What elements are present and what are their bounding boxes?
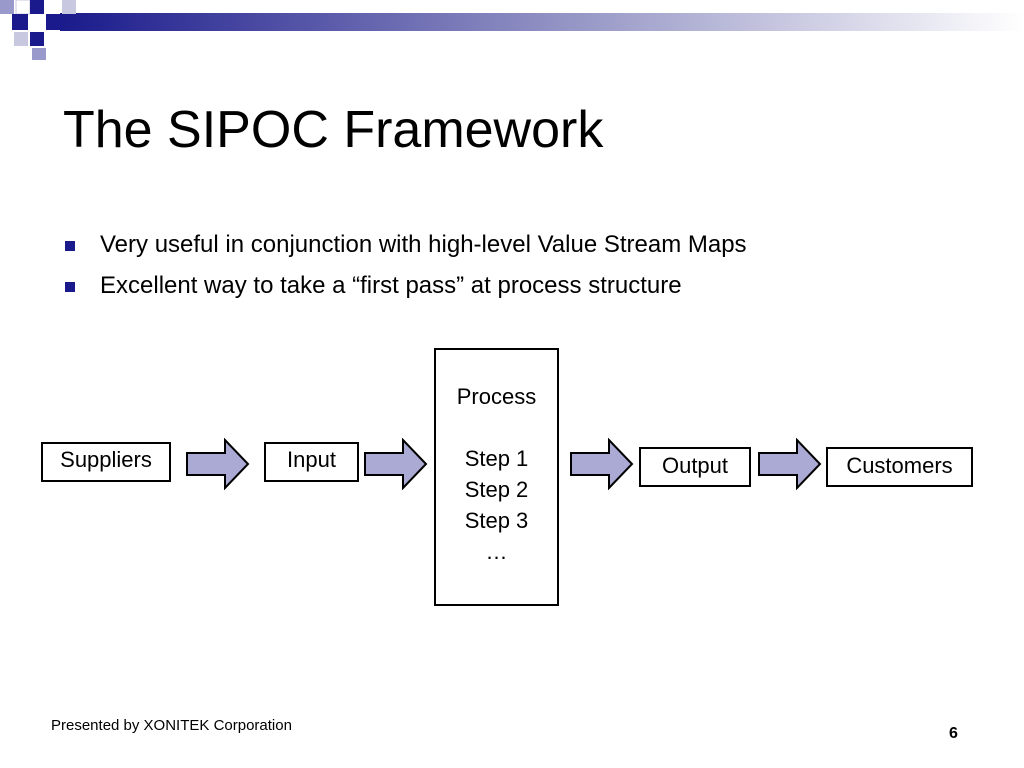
deco-square: [30, 32, 44, 46]
bullet-list: Very useful in conjunction with high-lev…: [62, 226, 747, 308]
flow-arrow-icon: [570, 438, 634, 490]
deco-square: [62, 0, 76, 14]
process-step: Step 1: [464, 446, 529, 471]
customers-box: Customers: [826, 447, 973, 487]
page-number: 6: [949, 725, 958, 742]
bullet-text: Excellent way to take a “first pass” at …: [100, 272, 682, 299]
square-bullet-icon: [65, 282, 75, 292]
bullet-text: Very useful in conjunction with high-lev…: [100, 231, 747, 258]
square-bullet-icon: [65, 241, 75, 251]
deco-square: [0, 0, 14, 14]
deco-square: [46, 14, 60, 30]
deco-square: [30, 0, 44, 14]
bullet-item: Excellent way to take a “first pass” at …: [62, 267, 747, 308]
bullet-item: Very useful in conjunction with high-lev…: [62, 226, 747, 267]
process-box: Process Step 1 Step 2 Step 3 …: [434, 348, 559, 606]
flow-arrow-icon: [364, 438, 428, 490]
process-step: Step 3: [464, 508, 529, 533]
process-step: Step 2: [464, 477, 529, 502]
footer-presented-by: Presented by XONITEK Corporation: [51, 717, 292, 734]
header-gradient-band: [60, 13, 1024, 31]
suppliers-box: Suppliers: [41, 442, 171, 482]
process-heading: Process: [456, 384, 537, 409]
output-box: Output: [639, 447, 751, 487]
flow-arrow-icon: [186, 438, 250, 490]
process-step: …: [485, 539, 508, 564]
process-spacer: [436, 412, 557, 443]
deco-square: [12, 14, 28, 30]
deco-square: [32, 48, 46, 60]
flow-arrow-icon: [758, 438, 822, 490]
corner-decoration: [0, 0, 1024, 60]
deco-square: [30, 14, 44, 30]
input-box: Input: [264, 442, 359, 482]
deco-square: [14, 32, 28, 46]
deco-square: [15, 0, 31, 15]
slide-title: The SIPOC Framework: [63, 101, 604, 159]
